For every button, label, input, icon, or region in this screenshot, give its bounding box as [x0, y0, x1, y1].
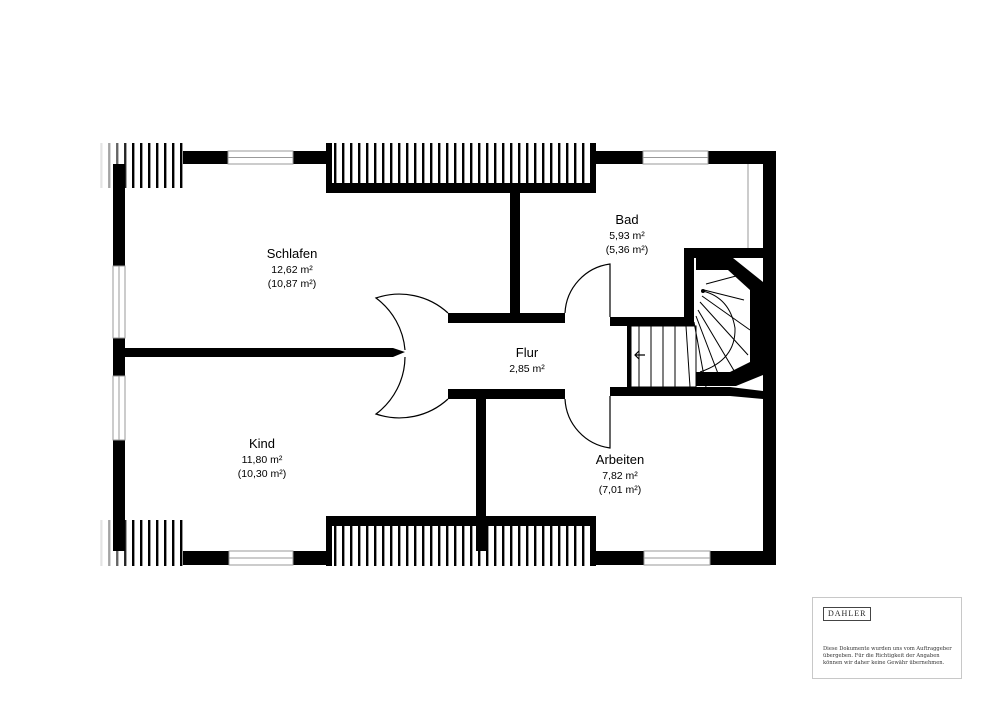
- room-area-arbeiten: 7,82 m²: [602, 470, 638, 482]
- doors: [374, 263, 611, 449]
- windows: [112, 150, 711, 566]
- dormer-left-top: [98, 143, 183, 188]
- interior-walls: [125, 193, 763, 551]
- staircase: [627, 248, 763, 388]
- room-name-schlafen: Schlafen: [267, 246, 318, 261]
- door-bad: [564, 263, 611, 317]
- room-area-flur: 2,85 m²: [509, 363, 545, 375]
- disclaimer-box: DAHLER Diese Dokumente wurden uns vom Au…: [812, 597, 962, 679]
- room-labels: Schlafen 12,62 m² (10,87 m²) Bad 5,93 m²…: [238, 212, 649, 496]
- dormer-left-bottom: [98, 520, 183, 566]
- room-name-kind: Kind: [249, 436, 275, 451]
- door-schlafen: [374, 293, 449, 351]
- exterior-walls: [113, 151, 776, 565]
- dormer-bottom: [326, 516, 596, 566]
- disclaimer-text: Diese Dokumente wurden uns vom Auftragge…: [823, 646, 952, 667]
- room-name-arbeiten: Arbeiten: [596, 452, 644, 467]
- stair-arrow: [634, 350, 645, 360]
- dahler-logo: DAHLER: [823, 607, 872, 621]
- room-area-bad: 5,93 m²: [609, 230, 645, 242]
- door-stop: [393, 348, 405, 357]
- room-area-kind: 11,80 m²: [242, 454, 283, 466]
- room-area-net-arbeiten: (7,01 m²): [599, 484, 642, 496]
- room-name-flur: Flur: [516, 345, 539, 360]
- room-name-bad: Bad: [615, 212, 638, 227]
- door-kind: [374, 356, 449, 419]
- room-area-schlafen: 12,62 m²: [271, 264, 313, 276]
- dormer-top: [326, 143, 596, 193]
- door-arbeiten: [564, 396, 611, 449]
- room-area-net-schlafen: (10,87 m²): [268, 278, 316, 290]
- room-area-net-bad: (5,36 m²): [606, 244, 649, 256]
- room-area-net-kind: (10,30 m²): [238, 468, 286, 480]
